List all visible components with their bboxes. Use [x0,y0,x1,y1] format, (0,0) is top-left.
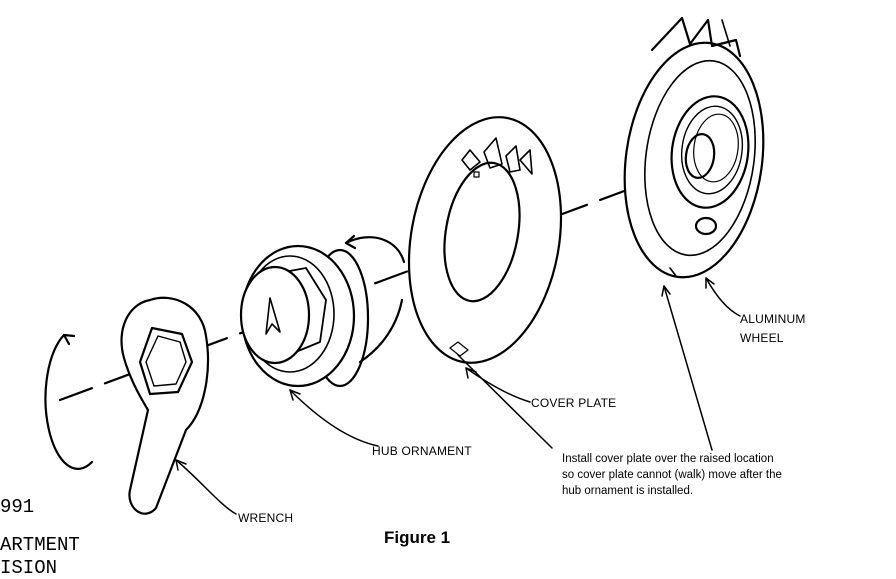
label-cover-plate: COVER PLATE [531,396,617,410]
wheel-valve-stem [694,216,718,236]
installation-note-line: Install cover plate over the raised loca… [562,453,774,465]
cover-plate-center-hole [443,161,521,303]
wrench-hex-opening [138,326,194,396]
cover-plate-raised-location [449,341,469,357]
rotation-arrow-left [44,333,94,470]
installation-note: Install cover plate over the raised loca… [562,451,872,499]
hub-ornament-emblem [265,297,281,335]
installation-note-line: hub ornament is installed. [562,485,694,497]
installation-note-line: so cover plate cannot (walk) move after … [562,469,782,481]
cover-plate [407,116,563,364]
label-aluminum-wheel-line2: WHEEL [740,331,784,345]
aluminum-wheel [623,16,765,279]
leader-lines [175,277,741,515]
label-hub-ornament: HUB ORNAMENT [372,444,472,458]
margin-text-line: ARTMENT [0,534,80,556]
figure-caption: Figure 1 [384,528,451,547]
label-wrench: WRENCH [238,511,294,525]
margin-text-line: 991 [0,496,35,518]
hub-ornament [239,244,370,388]
label-aluminum-wheel-line1: ALUMINUM [740,312,806,326]
wrench [120,296,210,515]
rotation-arrow-hub [344,234,406,364]
wheel-spokes [650,16,742,58]
margin-text-line: ISION [0,557,58,579]
